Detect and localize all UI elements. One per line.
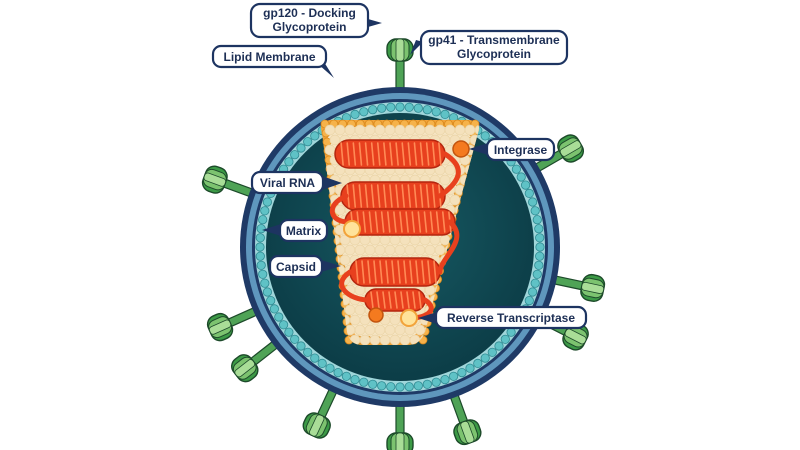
enzyme-circle-icon-2 <box>400 309 418 327</box>
gp41-label-line2: Glycoprotein <box>457 47 531 61</box>
viral-rna-coil-icon <box>329 139 461 321</box>
reverse-transcriptase-label-box <box>434 305 588 330</box>
matrix-label: Matrix <box>286 224 322 238</box>
reverse-transcriptase-label: Reverse Transcriptase <box>447 311 575 325</box>
label-lipid-membrane: Lipid Membrane <box>211 44 334 78</box>
integrase-pointer <box>469 143 488 155</box>
label-gp120: gp120 - Docking Glycoprotein <box>249 2 382 39</box>
capsid-label: Capsid <box>276 260 316 274</box>
enzyme-circle-icon <box>343 220 361 238</box>
viral-rna-pointer <box>322 176 342 190</box>
gp41-label-box <box>419 29 569 66</box>
matrix-label-box <box>278 218 329 243</box>
reverse-transcriptase-enzyme-icon <box>368 307 384 323</box>
gp41-pointer <box>410 40 423 55</box>
gp120-label-line1: gp120 - Docking <box>263 6 356 20</box>
label-viral-rna: Viral RNA <box>250 170 342 195</box>
reverse-transcriptase-pointer <box>418 312 437 324</box>
viral-rna-label-box <box>250 170 325 195</box>
label-reverse-transcriptase: Reverse Transcriptase <box>418 305 588 330</box>
capsid-pointer <box>321 260 341 272</box>
label-capsid: Capsid <box>268 254 341 279</box>
gp41-label-line1: gp41 - Transmembrane <box>428 33 560 47</box>
label-matrix: Matrix <box>262 218 329 243</box>
label-integrase: Integrase <box>469 137 556 162</box>
lipid-membrane-label: Lipid Membrane <box>223 50 315 64</box>
gp120-label-line2: Glycoprotein <box>272 20 346 34</box>
integrase-label-box <box>485 137 556 162</box>
gp120-label-box <box>249 2 370 39</box>
lipid-membrane-label-box <box>211 44 328 69</box>
gp120-pointer <box>368 19 382 27</box>
integrase-label: Integrase <box>494 143 548 157</box>
viral-rna-label: Viral RNA <box>260 176 315 190</box>
label-gp41: gp41 - Transmembrane Glycoprotein <box>410 29 569 66</box>
capsid-label-box <box>268 254 324 279</box>
integrase-enzyme-icon <box>452 140 470 158</box>
matrix-pointer <box>262 224 281 236</box>
